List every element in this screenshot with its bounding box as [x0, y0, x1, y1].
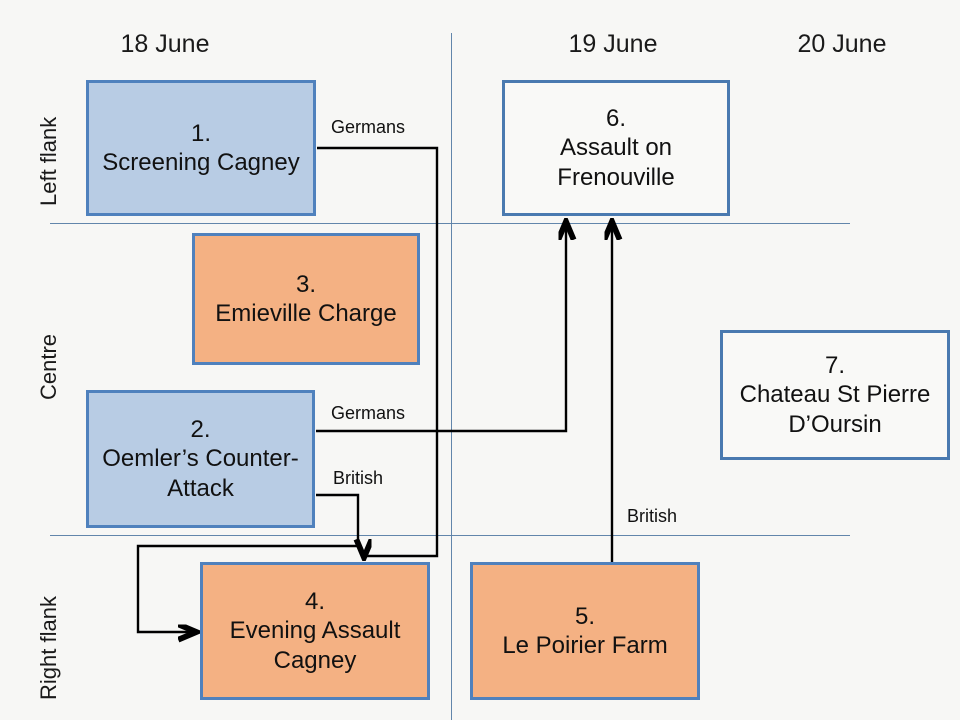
box-2-oemlers-counterattack-title: Oemler’s Counter-Attack: [102, 445, 299, 502]
row-left-flank: Left flank: [36, 116, 61, 206]
box-4-evening-assault-cagney-number: 4.: [304, 588, 325, 616]
box-6-assault-on-frenouville-title: Assault on Frenouville: [557, 134, 675, 191]
box-4-evening-assault-cagney-title: Evening Assault Cagney: [229, 617, 401, 674]
box-3-emieville-charge[interactable]: 3.Emieville Charge: [192, 233, 420, 365]
box-7-chateau-st-pierre-number: 7.: [824, 352, 845, 380]
col-20-june: 20 June: [797, 30, 887, 58]
box-5-le-poirier-farm-number: 5.: [574, 602, 595, 630]
box-7-chateau-st-pierre[interactable]: 7.Chateau St Pierre D’Oursin: [720, 330, 950, 460]
row-centre: Centre: [36, 333, 61, 400]
box-3-emieville-charge-title: Emieville Charge: [215, 300, 397, 327]
edge-label-germans-from-box1: Germans: [331, 117, 406, 137]
box-1-screening-cagney-number: 1.: [190, 119, 211, 147]
edge-label-british-to-box6: British: [627, 506, 678, 526]
box-2-oemlers-counterattack-number: 2.: [190, 416, 211, 444]
box-6-assault-on-frenouville-number: 6.: [605, 105, 626, 133]
swimlane-divider-lower: [50, 535, 850, 536]
col-19-june: 19 June: [568, 30, 658, 58]
edge-label-british-from-box2: British: [333, 468, 384, 488]
day-divider-18-19-june: [451, 33, 452, 720]
box-2-oemlers-counterattack[interactable]: 2.Oemler’s Counter-Attack: [86, 390, 315, 528]
swimlane-divider-upper: [50, 223, 850, 224]
box-1-screening-cagney[interactable]: 1.Screening Cagney: [86, 80, 316, 216]
box-1-screening-cagney-title: Screening Cagney: [102, 149, 300, 176]
edge-label-germans-from-box2: Germans: [331, 403, 406, 423]
box-5-le-poirier-farm-title: Le Poirier Farm: [502, 632, 668, 659]
box-7-chateau-st-pierre-title: Chateau St Pierre D’Oursin: [739, 381, 931, 438]
row-right-flank: Right flank: [36, 596, 61, 700]
box-3-emieville-charge-number: 3.: [295, 270, 316, 298]
box-5-le-poirier-farm[interactable]: 5.Le Poirier Farm: [470, 562, 700, 700]
box-6-assault-on-frenouville[interactable]: 6.Assault on Frenouville: [502, 80, 730, 216]
box-4-evening-assault-cagney[interactable]: 4.Evening Assault Cagney: [200, 562, 430, 700]
col-18-june: 18 June: [120, 30, 210, 58]
